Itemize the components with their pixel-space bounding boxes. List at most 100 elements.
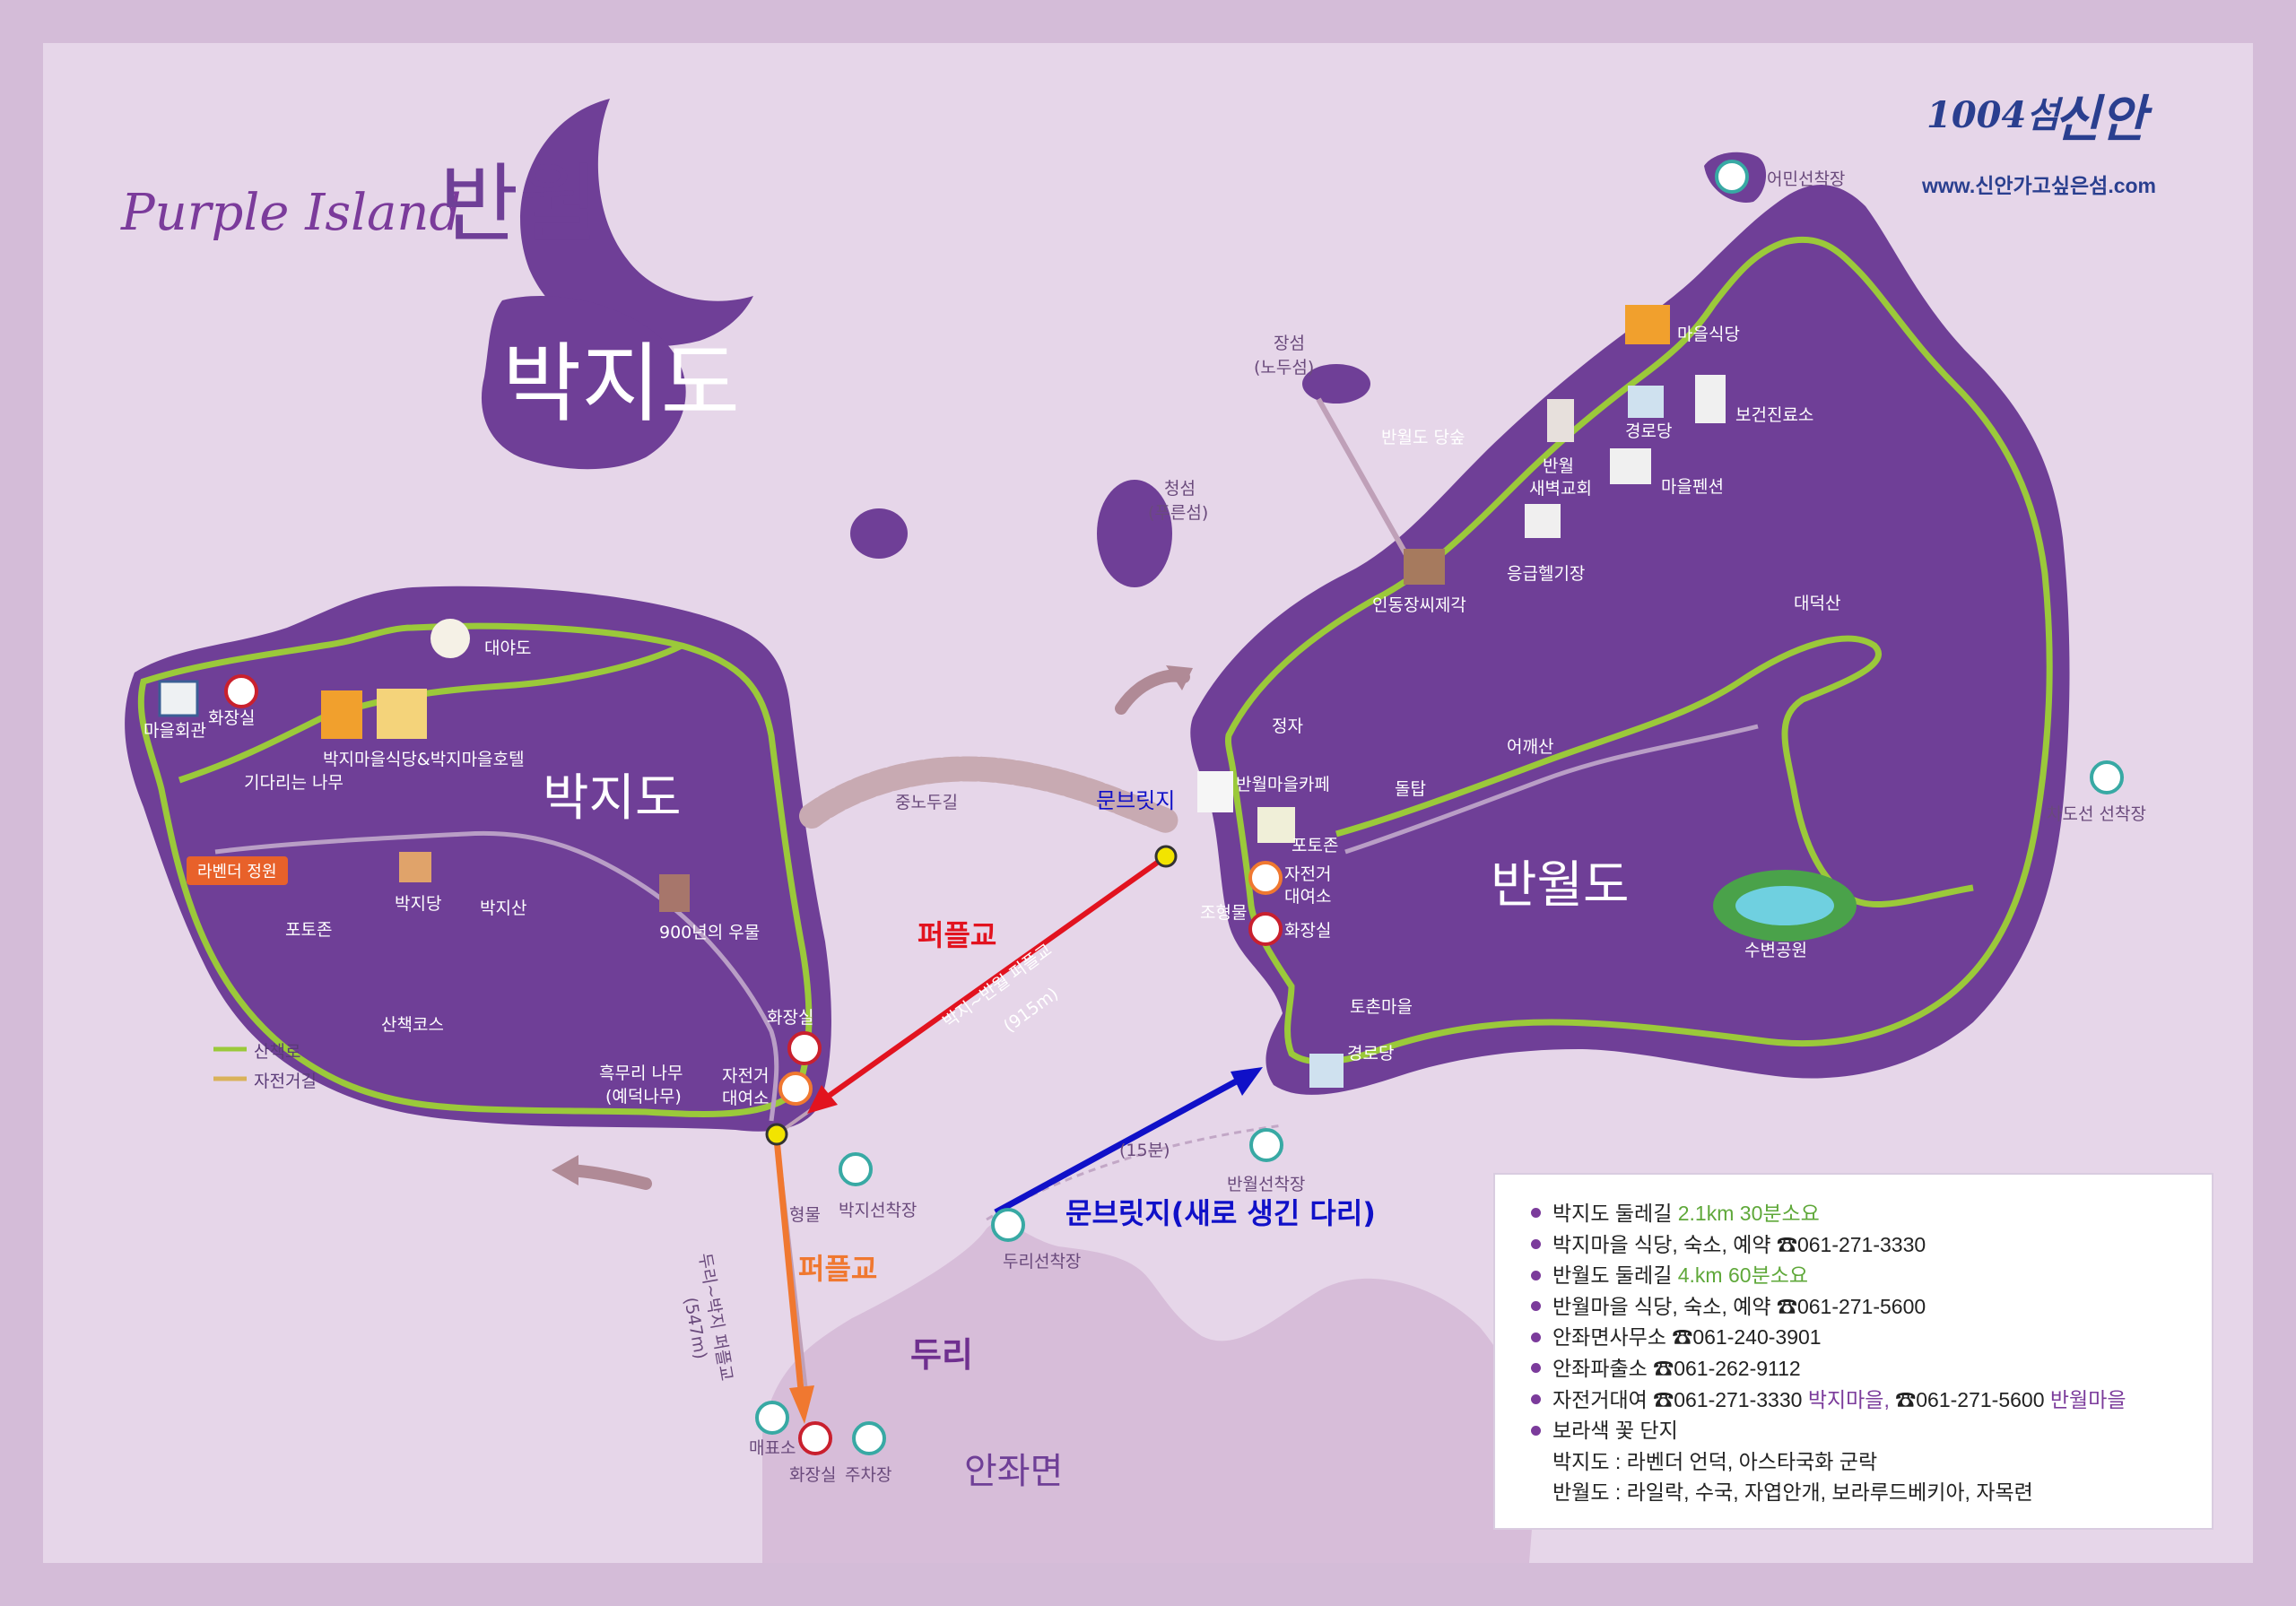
label-bakji-village-hall: 마을회관 (144, 721, 206, 741)
banwol-trail (1225, 236, 2053, 1065)
islet-jangseom (1302, 364, 1370, 404)
bike-pin-bakji[interactable] (778, 1072, 813, 1106)
moonbridge-time: (15분) (1119, 1141, 1170, 1160)
toilet-pin-banwol[interactable] (1248, 912, 1283, 946)
label-chadoseon-dock: 차도선 선착장 (2047, 804, 2146, 824)
orange-arrowhead (789, 1385, 814, 1424)
title-blob (481, 296, 686, 470)
bakji-road (214, 830, 779, 1122)
label-duri-dock: 두리선착장 (1003, 1252, 1082, 1272)
label-banwol-senior-top: 경로당 (1625, 421, 1673, 441)
bridge-node-bakji (765, 1123, 788, 1146)
bakji-island-shape (125, 586, 831, 1132)
info-legend-panel: 박지도 둘레길 2.1km 30분소요 박지마을 식당, 숙소, 예약 ☎061… (1493, 1173, 2213, 1530)
label-doltap: 돌탑 (1395, 779, 1426, 799)
dock-pin-duri[interactable] (991, 1208, 1025, 1242)
info-banwol-flowers: 반월도 : 라일락, 수국, 자엽안개, 보라루드베키아, 자목련 (1552, 1480, 2033, 1505)
bike-pin-banwol[interactable] (1248, 861, 1283, 895)
info-township-office: 안좌면사무소 ☎061-240-3901 (1531, 1322, 2181, 1353)
label-bakjidang: 박지당 (395, 894, 442, 914)
parking-pin[interactable] (852, 1421, 886, 1455)
dock-pin-eomin[interactable] (1715, 160, 1749, 194)
label-duri-toilet: 화장실 (789, 1465, 837, 1485)
label-church-a: 반월 (1543, 456, 1574, 476)
label-mulberry-a: 흑무리 나무 (599, 1063, 683, 1083)
nodu-road-label: 중노두길 (895, 793, 958, 812)
label-daedeoksan: 대덕산 (1794, 594, 1841, 613)
info-bakji-reservation: 박지마을 식당, 숙소, 예약 ☎061-271-3330 (1531, 1229, 2181, 1261)
toilet-pin-bakji[interactable] (787, 1031, 822, 1065)
label-jangseom-b: (노두섬) (1254, 358, 1315, 378)
label-bakji-restaurant-hotel: 박지마을식당&박지마을호텔 (323, 750, 525, 769)
island-name-banwol: 반월도 (1491, 856, 1630, 915)
label-daeaseum: 대야도 (484, 638, 532, 658)
mainland-anjwa (762, 1222, 1536, 1563)
label-bakji-toilet: 화장실 (767, 1008, 814, 1028)
moonbridge-top-label: 문브릿지 (1096, 788, 1176, 813)
ticket-pin[interactable] (755, 1401, 789, 1435)
label-bakji-toilet-top: 화장실 (208, 708, 256, 728)
title-line1: 반월 (439, 154, 598, 255)
toilet-pin-bakji-top[interactable] (224, 674, 258, 708)
label-bakjisan: 박지산 (480, 898, 527, 918)
red-arrowhead (807, 1085, 838, 1114)
bridge-node-banwol (1154, 845, 1178, 868)
label-hyeongmul: 형물 (789, 1205, 821, 1225)
label-banwol-photo-zone: 포토존 (1292, 836, 1339, 855)
purple-bridge-2-label: 퍼플교 (798, 1252, 878, 1286)
legend-walk-label: 산책로 (254, 1042, 301, 1062)
label-village-restaurant: 마을식당 (1677, 325, 1740, 344)
label-pension: 마을펜션 (1661, 477, 1724, 497)
brand-number: 1004섬 (1926, 94, 2060, 136)
label-bakji-bike-b: 대여소 (722, 1089, 770, 1108)
info-police-box: 안좌파출소 ☎061-262-9112 (1531, 1353, 2181, 1385)
label-eogaesan: 어깨산 (1507, 737, 1554, 757)
label-ticket-office: 매표소 (749, 1438, 796, 1458)
dock-pin-banwol[interactable] (1249, 1128, 1283, 1162)
island-name-anjwa: 안좌면 (964, 1451, 1064, 1492)
label-dangsup: 반월도 당숲 (1381, 428, 1465, 447)
moonbridge-arrow (994, 1077, 1239, 1216)
legend-bike-label: 자전거길 (254, 1072, 317, 1091)
label-bakji-photo-zone: 포토존 (285, 920, 333, 940)
brand-name: 신안 (2054, 90, 2147, 149)
nodu-road (799, 756, 1178, 833)
info-bakji-trail: 박지도 둘레길 2.1km 30분소요 (1531, 1198, 2181, 1229)
blue-arrowhead (1231, 1067, 1263, 1096)
label-bakji-dock: 박지선착장 (839, 1201, 918, 1220)
label-bakji-bike-a: 자전거 (722, 1066, 770, 1086)
info-bakji-flowers: 박지도 : 라벤더 언덕, 아스타국화 군락 (1552, 1449, 1878, 1473)
label-banwol-bike-b: 대여소 (1284, 887, 1332, 907)
moonbridge-label: 문브릿지(새로 생긴 다리) (1065, 1196, 1376, 1230)
nodu-path-jangseom (1316, 397, 1420, 576)
brand-url-link[interactable]: www.신안가고싶은섬.com (1922, 174, 2157, 197)
info-purple-flowers: 보라색 꽃 단지 (1531, 1415, 2181, 1446)
dock-pin-bakji[interactable] (839, 1152, 873, 1186)
label-heliport: 응급헬기장 (1507, 564, 1586, 584)
label-banwol-senior: 경로당 (1347, 1044, 1395, 1063)
bakji-buildings (158, 619, 690, 912)
label-cheongseom-b: (푸른섬) (1148, 503, 1209, 523)
label-health-center: 보건진료소 (1735, 405, 1814, 425)
info-bike-rental: 자전거대여 ☎061-271-3330 박지마을, ☎061-271-5600 … (1531, 1385, 2181, 1416)
label-jeongja: 정자 (1272, 716, 1303, 736)
purple-bridge-1-arrow (823, 854, 1168, 1101)
dock-pin-chadoseon[interactable] (2090, 760, 2124, 794)
banwol-road (1344, 724, 1759, 855)
label-tochon: 토촌마을 (1350, 997, 1413, 1017)
label-banwol-toilet: 화장실 (1284, 921, 1332, 941)
islet-cheongseom (1097, 480, 1172, 587)
label-mulberry-b: (예덕나무) (605, 1087, 682, 1107)
label-walk-course: 산책코스 (381, 1015, 444, 1035)
info-banwol-trail: 반월도 둘레길 4.km 60분소요 (1531, 1260, 2181, 1291)
label-lavender-garden: 라벤더 정원 (187, 856, 288, 885)
label-cafe: 반월마을카페 (1236, 775, 1330, 794)
label-parking: 주차장 (845, 1465, 892, 1485)
purple-bridge-2-arrow (773, 1138, 804, 1391)
island-name-bakji: 박지도 (543, 769, 682, 828)
moon-logo (520, 99, 753, 347)
toilet-pin-duri[interactable] (798, 1421, 832, 1455)
island-name-duri: 두리 (910, 1335, 973, 1375)
info-banwol-reservation: 반월마을 식당, 숙소, 예약 ☎061-271-5600 (1531, 1291, 2181, 1323)
